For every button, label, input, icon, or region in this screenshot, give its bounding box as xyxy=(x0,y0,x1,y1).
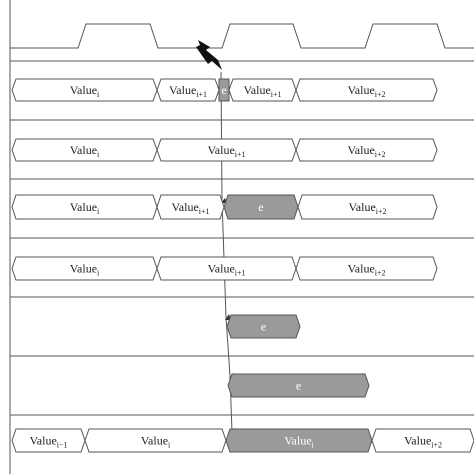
value-cell-label: Valuei+2 xyxy=(347,83,385,99)
cell-label-base: Value xyxy=(70,262,97,276)
value-cell xyxy=(371,428,474,453)
value-cell-label: Valuei+1 xyxy=(169,83,207,99)
cell-label-subscript: i+2 xyxy=(431,441,442,450)
value-cell-label: Valuei xyxy=(70,83,100,99)
cell-label-base: e xyxy=(258,200,263,214)
value-cell xyxy=(295,138,438,162)
cell-label-subscript: i+2 xyxy=(375,269,386,278)
cell-label-base: Value xyxy=(70,200,97,214)
value-cell-label: Valuei+2 xyxy=(404,434,442,450)
cell-label-subscript: i−1 xyxy=(57,441,68,450)
value-cell-label: Valuei+2 xyxy=(348,200,386,216)
error-cell-label: e xyxy=(221,83,226,97)
value-cell xyxy=(295,256,438,281)
cell-label-subscript: i xyxy=(97,150,100,159)
cell-label-base: Value xyxy=(169,83,196,97)
value-cell xyxy=(297,194,438,220)
cell-label-base: Value xyxy=(243,83,270,97)
cell-label-base: Value xyxy=(347,262,374,276)
error-cell xyxy=(226,314,301,339)
cell-label-subscript: i xyxy=(97,269,100,278)
cell-label-base: Value xyxy=(207,143,234,157)
cell-label-base: Value xyxy=(70,83,97,97)
error-cell xyxy=(218,78,230,102)
value-cell-label: Valuei+2 xyxy=(347,262,385,278)
cell-label-subscript: i xyxy=(168,441,171,450)
clock-waveform xyxy=(10,23,474,49)
error-cell-label: Valuei xyxy=(284,434,314,450)
cell-label-subscript: i+1 xyxy=(199,207,210,216)
cell-label-subscript: i xyxy=(97,90,100,99)
diagram-frame xyxy=(9,0,474,474)
value-cell-label: Valuei xyxy=(70,262,100,278)
cell-label-subscript: i+1 xyxy=(235,269,246,278)
cell-label-subscript: i+1 xyxy=(235,150,246,159)
value-cell-label: Valuei xyxy=(141,434,171,450)
cell-label-base: e xyxy=(296,379,301,393)
cell-label-base: Value xyxy=(171,200,198,214)
value-cell-label: Valuei+1 xyxy=(207,143,245,159)
cell-label-subscript: i+1 xyxy=(196,90,207,99)
timing-row-5: e xyxy=(226,314,301,339)
cell-label-base: Value xyxy=(207,262,234,276)
error-cell xyxy=(227,373,370,398)
cell-label-subscript: i+2 xyxy=(375,150,386,159)
value-cell-label: Valuei+2 xyxy=(347,143,385,159)
timing-row-6: e xyxy=(227,373,370,398)
cell-label-base: e xyxy=(261,320,266,334)
cell-label-subscript: i xyxy=(97,207,100,216)
error-cell-label: e xyxy=(296,379,301,393)
cell-label-base: e xyxy=(221,83,226,97)
value-cell-label: Valuei xyxy=(70,200,100,216)
value-cell-label: Valuei+1 xyxy=(207,262,245,278)
cell-label-subscript: i xyxy=(312,441,315,450)
value-cell-label: Valuei+1 xyxy=(243,83,281,99)
cell-label-base: Value xyxy=(347,83,374,97)
error-cell-label: e xyxy=(258,200,263,214)
error-cell-label: e xyxy=(261,320,266,334)
cell-label-base: Value xyxy=(141,434,168,448)
lightning-bolt-icon xyxy=(196,40,222,70)
cell-label-base: Value xyxy=(70,143,97,157)
cell-label-base: Value xyxy=(404,434,431,448)
cell-label-base: Value xyxy=(29,434,56,448)
cell-label-subscript: i+2 xyxy=(375,90,386,99)
cell-label-base: Value xyxy=(284,434,311,448)
value-cell-label: Valuei+1 xyxy=(171,200,209,216)
cell-label-base: Value xyxy=(348,200,375,214)
value-cell-label: Valuei−1 xyxy=(29,434,67,450)
cell-label-subscript: i+1 xyxy=(271,90,282,99)
value-cell xyxy=(295,78,438,102)
value-cell-label: Valuei xyxy=(70,143,100,159)
cell-label-base: Value xyxy=(347,143,374,157)
cell-label-subscript: i+2 xyxy=(376,207,387,216)
